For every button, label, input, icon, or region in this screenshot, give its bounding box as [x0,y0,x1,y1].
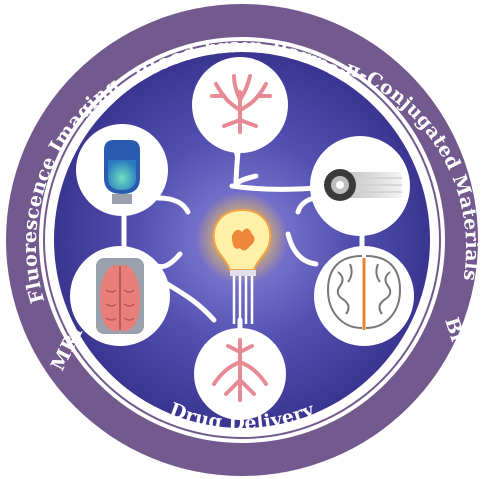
node-top-vessel [192,57,288,160]
blood-vessel-icon [212,338,268,402]
glowing-bulb-icon [212,208,272,324]
light-source-icon [324,169,402,201]
ring-label-brain-tumor-text: Brain Tumor [440,315,484,454]
center-bulb [196,192,288,324]
blood-vessel-icon [210,74,272,134]
node-bottom-vessel [194,328,286,420]
node-mri [70,246,170,346]
brain-section-icon [326,255,402,330]
brain-mri-icon [96,258,144,334]
fluorescence-tube-icon [104,140,140,204]
inner-ring-line [39,37,445,443]
node-brain-tumor [314,246,414,346]
node-fluorescence [76,124,168,216]
node-light-source [310,136,410,236]
